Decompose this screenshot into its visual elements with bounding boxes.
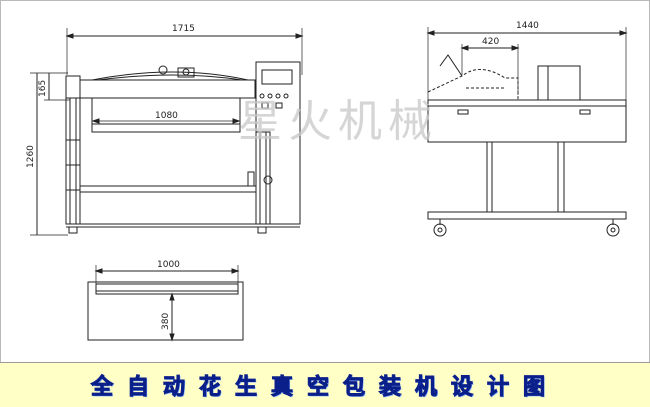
front-wheel-left (68, 226, 78, 234)
front-top-height-label: 165 (38, 80, 48, 97)
display-screen (261, 69, 293, 85)
side-width-label: 1440 (516, 21, 539, 31)
watermark-text: 星火机械 (238, 96, 438, 147)
front-width-label: 1715 (172, 24, 195, 34)
banner-title: 全自动花生真空包装机设计图 (90, 374, 559, 401)
top-depth-label: 380 (161, 313, 171, 330)
top-view: 1000 380 (87, 260, 244, 342)
lid-depth-label: 420 (482, 37, 499, 47)
front-view: 1715 1260 165 1080 (26, 24, 304, 236)
side-view: 1440 420 (426, 21, 628, 237)
top-width-label: 1000 (157, 260, 180, 270)
side-caster-left (433, 223, 447, 237)
technical-drawing: 1715 1260 165 1080 (26, 21, 628, 342)
side-caster-right (606, 223, 620, 237)
front-wheel-right (257, 226, 267, 234)
chamber-width-label: 1080 (155, 111, 178, 121)
title-banner: 全自动花生真空包装机设计图 (0, 362, 650, 407)
top-body (87, 281, 244, 341)
front-height-label: 1260 (26, 145, 36, 168)
